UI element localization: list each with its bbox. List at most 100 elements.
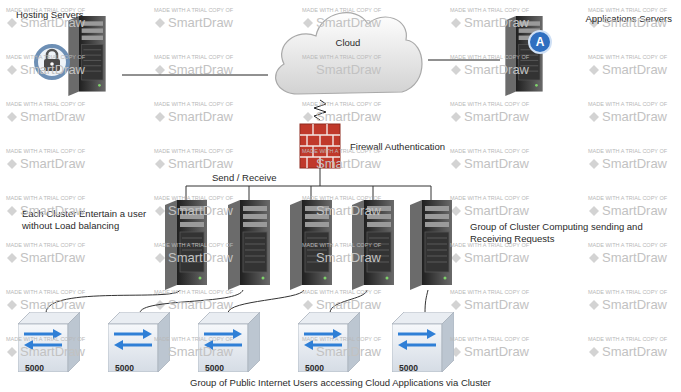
watermark-logo: SmartDraw [464, 203, 529, 218]
watermark-diamond [451, 253, 461, 263]
watermark-logo: SmartDraw [20, 62, 85, 77]
watermark-diamond [589, 300, 599, 310]
watermark-logo: SmartDraw [602, 156, 667, 171]
watermark-text: MADE WITH A TRIAL COPY OF [450, 148, 529, 155]
watermark-logo: SmartDraw [602, 109, 667, 124]
user-link-wire [228, 290, 304, 313]
watermark-text: MADE WITH A TRIAL COPY OF [154, 289, 233, 296]
watermark-diamond [155, 18, 165, 28]
watermark-logo: SmartDraw [20, 109, 85, 124]
watermark-diamond [7, 300, 17, 310]
watermark-text: MADE WITH A TRIAL COPY OF [302, 54, 381, 61]
watermark-diamond [155, 206, 165, 216]
watermark-logo: SmartDraw [602, 62, 667, 77]
watermark-text: MADE WITH A TRIAL COPY OF [6, 289, 85, 296]
watermark-text: MADE WITH A TRIAL COPY OF [154, 148, 233, 155]
watermark-text: MADE WITH A TRIAL COPY OF [450, 242, 529, 249]
watermark-text: MADE WITH A TRIAL COPY OF [154, 242, 233, 249]
watermark-diamond [7, 347, 17, 357]
watermark-text: MADE WITH A TRIAL COPY OF [6, 101, 85, 108]
watermark-text: MADE WITH A TRIAL COPY OF [588, 101, 667, 108]
watermark-logo: SmartDraw [20, 250, 85, 265]
watermark-logo: SmartDraw [316, 344, 381, 359]
watermark-diamond [589, 65, 599, 75]
watermark-text: MADE WITH A TRIAL COPY OF [588, 195, 667, 202]
watermark-diamond [7, 65, 17, 75]
caption-text: Group of Public Internet Users accessing… [190, 377, 491, 389]
watermark-text: MADE WITH A TRIAL COPY OF [302, 148, 381, 155]
watermark-logo: SmartDraw [602, 203, 667, 218]
icon-letter: A [529, 35, 551, 49]
watermark-logo: SmartDraw [316, 203, 381, 218]
watermark-text: MADE WITH A TRIAL COPY OF [450, 289, 529, 296]
node-label: 5000 [399, 362, 418, 374]
watermark-diamond [589, 206, 599, 216]
watermark-logo: SmartDraw [168, 344, 233, 359]
watermark-diamond [589, 112, 599, 122]
switch-box: 5000 [198, 312, 260, 373]
switch-box: 5000 [298, 312, 360, 373]
bus-line [186, 186, 431, 187]
watermark-text: MADE WITH A TRIAL COPY OF [450, 336, 529, 343]
node-label: 5000 [305, 362, 324, 374]
watermark-logo: SmartDraw [464, 15, 529, 30]
watermark-text: MADE WITH A TRIAL COPY OF [588, 54, 667, 61]
watermark-text: MADE WITH A TRIAL COPY OF [302, 336, 381, 343]
watermark-text: MADE WITH A TRIAL COPY OF [6, 148, 85, 155]
watermark-logo: SmartDraw [20, 297, 85, 312]
watermark-text: MADE WITH A TRIAL COPY OF [450, 7, 529, 14]
flow-label: Send / Receive [212, 172, 276, 184]
watermark-text: MADE WITH A TRIAL COPY OF [588, 148, 667, 155]
watermark-logo: SmartDraw [464, 297, 529, 312]
watermark-logo: SmartDraw [20, 344, 85, 359]
watermark-logo: SmartDraw [168, 62, 233, 77]
user-link-wire [140, 290, 243, 313]
application-server-icon [529, 31, 551, 53]
watermark-text: MADE WITH A TRIAL COPY OF [588, 336, 667, 343]
watermark-diamond [155, 253, 165, 263]
watermark-logo: SmartDraw [168, 156, 233, 171]
watermark-diamond [589, 347, 599, 357]
watermark-diamond [451, 65, 461, 75]
watermark-diamond [303, 112, 313, 122]
watermark-diamond [7, 112, 17, 122]
watermark-text: MADE WITH A TRIAL COPY OF [450, 101, 529, 108]
watermark-logo: SmartDraw [464, 62, 529, 77]
watermark-text: MADE WITH A TRIAL COPY OF [154, 7, 233, 14]
watermark-text: MADE WITH A TRIAL COPY OF [154, 336, 233, 343]
node-label: Cloud [336, 37, 361, 49]
watermark-text: MADE WITH A TRIAL COPY OF [302, 195, 381, 202]
user-link-wire [425, 290, 428, 313]
cloud-outline [276, 13, 422, 94]
watermark-logo: SmartDraw [168, 297, 233, 312]
cluster-server-icon [410, 200, 452, 290]
watermark-logo: SmartDraw [20, 15, 85, 30]
watermark-diamond [155, 159, 165, 169]
watermark-logo: SmartDraw [168, 250, 233, 265]
watermark-text: MADE WITH A TRIAL COPY OF [6, 7, 85, 14]
watermark-logo: SmartDraw [316, 156, 381, 171]
watermark-logo: SmartDraw [464, 156, 529, 171]
watermark-logo: SmartDraw [464, 250, 529, 265]
watermark-logo: SmartDraw [20, 156, 85, 171]
watermark-text: MADE WITH A TRIAL COPY OF [302, 7, 381, 14]
watermark-diamond [7, 18, 17, 28]
watermark-text: MADE WITH A TRIAL COPY OF [6, 54, 85, 61]
watermark-logo: SmartDraw [464, 109, 529, 124]
watermark-logo: SmartDraw [602, 297, 667, 312]
note-text: Group of Cluster Computing sending and R… [470, 221, 675, 245]
watermark-diamond [589, 159, 599, 169]
watermark-logo: SmartDraw [168, 109, 233, 124]
watermark-text: MADE WITH A TRIAL COPY OF [154, 101, 233, 108]
watermark-logo: SmartDraw [602, 15, 667, 30]
node-label: 5000 [25, 362, 44, 374]
watermark-text: MADE WITH A TRIAL COPY OF [588, 289, 667, 296]
watermark-logo: SmartDraw [316, 250, 381, 265]
watermark-diamond [303, 18, 313, 28]
watermark-logo: SmartDraw [602, 250, 667, 265]
watermark-text: MADE WITH A TRIAL COPY OF [450, 54, 529, 61]
switch-box: 5000 [392, 312, 454, 373]
watermark-diamond [303, 300, 313, 310]
watermark-diamond [7, 206, 17, 216]
watermark-diamond [7, 253, 17, 263]
